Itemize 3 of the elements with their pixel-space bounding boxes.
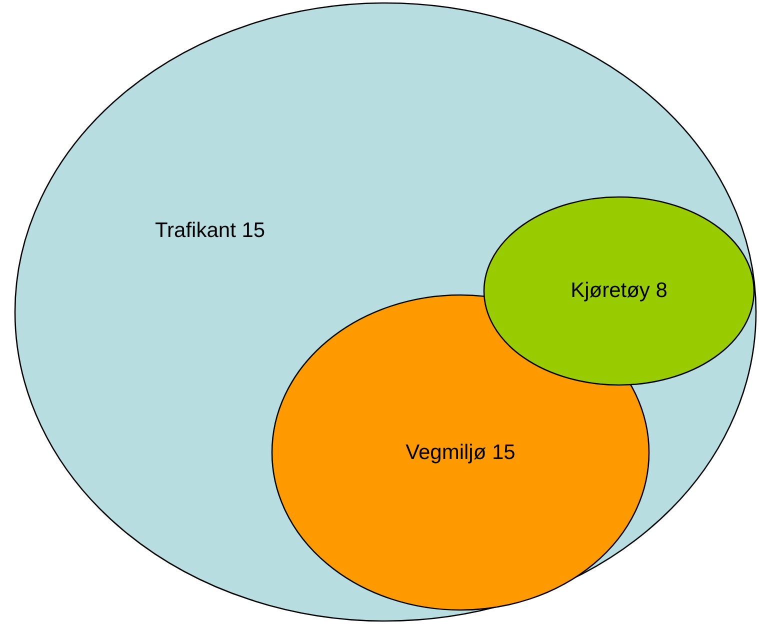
ellipse-label: Trafikant 15 — [155, 218, 266, 244]
ellipse-label: Kjøretøy 8 — [570, 278, 668, 304]
ellipse-label: Vegmiljø 15 — [406, 440, 516, 466]
